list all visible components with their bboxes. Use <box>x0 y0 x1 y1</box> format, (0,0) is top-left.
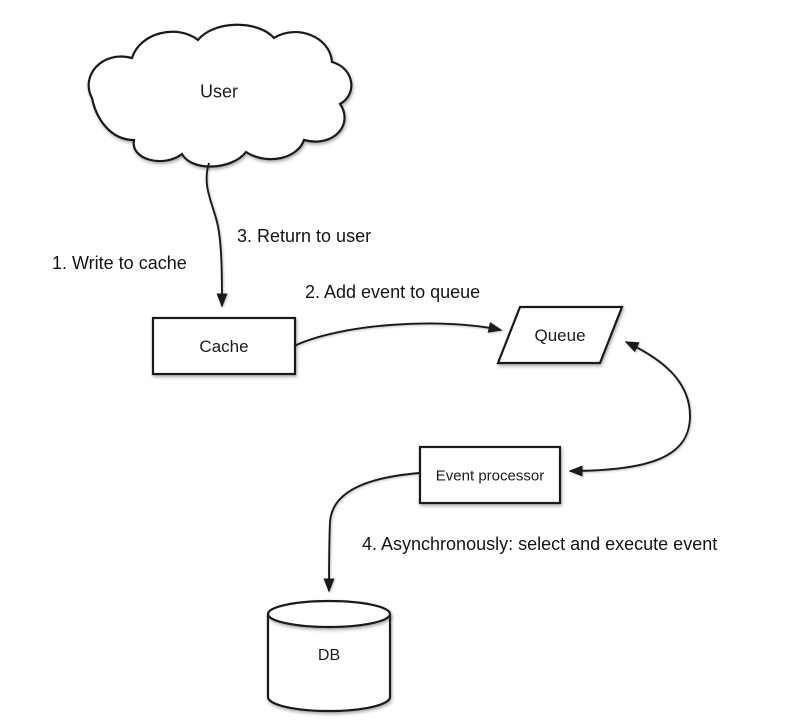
annotation-step-2-add-event-to-queue: 2. Add event to queue <box>305 282 481 302</box>
edge-event-processor-to-db <box>323 472 421 593</box>
event-processor-rect-shape <box>418 445 562 505</box>
node-label-user: User <box>199 81 239 102</box>
node-label-db: DB <box>317 647 341 664</box>
edge-queue-event-processor-bidirectional <box>568 341 691 477</box>
annotation-step-1-write-to-cache: 1. Write to cache <box>52 253 187 273</box>
node-label-event-processor: Event processor <box>435 467 545 485</box>
user-cloud-shape <box>87 23 353 168</box>
annotation-step-4-asynchronously-select-execute: 4. Asynchronously: select and execute ev… <box>362 534 718 554</box>
node-label-cache: Cache <box>199 337 249 356</box>
edge-user-to-cache <box>205 162 228 308</box>
annotation-step-3-return-to-user: 3. Return to user <box>237 226 372 246</box>
edge-cache-to-queue <box>293 322 503 347</box>
node-label-queue: Queue <box>534 326 586 345</box>
db-cylinder-shape <box>266 599 392 713</box>
